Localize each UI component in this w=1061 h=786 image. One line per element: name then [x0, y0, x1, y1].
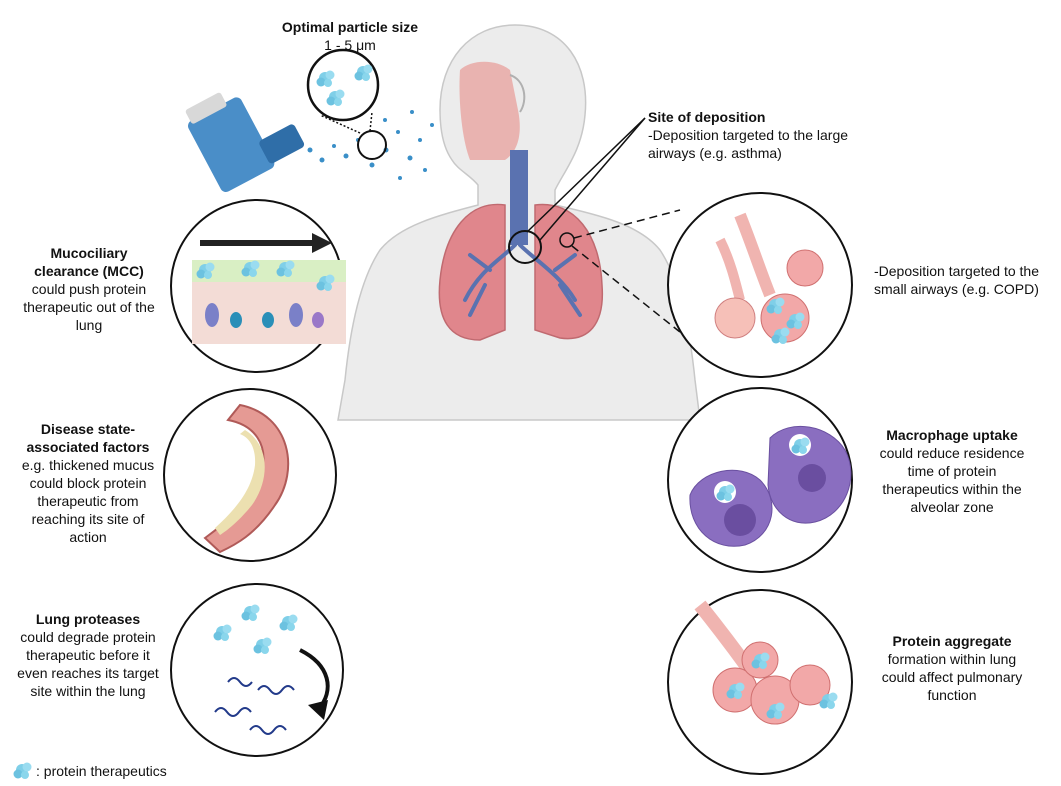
inhaler: [185, 92, 305, 192]
mcc-label: Mucociliary clearance (MCC) could push p…: [23, 245, 155, 333]
spray-particles: [307, 110, 434, 180]
particle-zoom: [306, 48, 387, 160]
site-of-deposition-label: Site of deposition -Deposition targeted …: [648, 109, 849, 161]
aggregate-illustration: [667, 589, 853, 775]
small-airways-label: -Deposition targeted to the small airway…: [874, 263, 1039, 297]
macrophage-uptake-label: Macrophage uptake could reduce residence…: [879, 427, 1025, 515]
deposition-markers: [508, 117, 691, 341]
particle-size-label: Optimal particle size 1 - 5 μm: [281, 19, 419, 53]
lungs: [438, 150, 604, 341]
protein-legend-icon: [13, 762, 32, 779]
legend-label: : protein therapeutics: [36, 763, 167, 779]
small-airways-illustration: [667, 192, 853, 378]
lung-proteases-label: Lung proteases could degrade protein the…: [17, 611, 159, 699]
disease-factors-label: Disease state-associated factors e.g. th…: [21, 421, 155, 545]
protein-aggregate-label: Protein aggregate formation within lung …: [881, 633, 1023, 703]
mcc-illustration: [170, 199, 346, 373]
disease-illustration: [163, 388, 337, 562]
protease-illustration: [170, 583, 344, 757]
macrophage-illustration: [667, 387, 853, 573]
